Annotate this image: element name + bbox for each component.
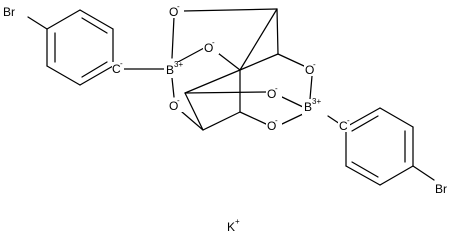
bond-cage-ctop-c1 [239, 8, 278, 71]
bond-cage-c5-c1 [184, 69, 241, 94]
charge-c-left: - [120, 59, 123, 68]
bond-cage-ctop-c2 [276, 8, 279, 55]
atom-c-left: C [112, 62, 121, 76]
bond-left-ring-double-c [81, 61, 108, 78]
bond-cage-otop-ctop [182, 8, 278, 12]
atom-o-right-upper: O [305, 63, 314, 77]
atom-o-right-mid: O [267, 87, 276, 101]
charge-o-right-mid: - [275, 84, 278, 93]
bond-cage-c3-c4 [202, 111, 241, 131]
charge-o-left-upper: - [212, 38, 215, 47]
bond-right-ring-5 [345, 165, 381, 186]
atom-br-right: Br [435, 182, 447, 196]
chemical-structure: Br C - B 3+ O - O - O - O - O - O - [3, 2, 447, 234]
bond-cage-c3-olower-right [239, 111, 267, 125]
counterion-potassium: K [227, 220, 235, 234]
atom-o-left-lower: O [169, 99, 178, 113]
bond-right-ring-double-c [351, 161, 379, 178]
charge-c-right: - [347, 116, 350, 125]
atom-b-right: B [304, 100, 312, 114]
charge-o-top: - [177, 2, 180, 11]
bond-right-ring-1 [345, 107, 381, 128]
charge-o-right-lower: - [275, 116, 278, 125]
bond-left-ring-1 [46, 9, 81, 30]
bond-cage-olower-c4 [181, 111, 204, 131]
atom-b-left: B [166, 63, 174, 77]
counterion-potassium-charge: + [235, 217, 240, 226]
charge-o-right-upper: - [313, 60, 316, 69]
atom-br-left: Br [3, 5, 15, 19]
atom-o-top: O [169, 5, 178, 19]
bond-b-right-o-mid [281, 96, 304, 108]
bond-right-br [412, 165, 435, 181]
bond-b-right-o-upper [309, 75, 313, 100]
atom-c-right: C [339, 119, 348, 133]
bond-right-ring-4 [379, 165, 414, 186]
bond-left-ring-4 [79, 65, 114, 86]
bond-left-ring-5 [46, 65, 81, 86]
bonds [27, 8, 435, 186]
atom-labels: Br C - B 3+ O - O - O - O - O - O - [3, 2, 447, 234]
bond-b-left-o-lower [171, 77, 175, 98]
bond-left-ring-2 [79, 9, 114, 30]
bond-right-ring-double-b [351, 115, 379, 132]
bond-left-ring-double-b [81, 17, 108, 34]
charge-o-left-lower: - [177, 96, 180, 105]
bond-b-right-o-lower [281, 113, 304, 125]
bond-right-ring-2 [379, 107, 414, 128]
charge-b-right: 3+ [312, 97, 321, 106]
charge-b-left: 3+ [174, 60, 183, 69]
atom-o-left-upper: O [204, 41, 213, 55]
bond-cage-c5-omid [184, 91, 267, 94]
bond-b-left-o-top [171, 16, 175, 59]
bond-b-left-o-upper [177, 47, 205, 63]
bond-left-br [27, 16, 48, 30]
bond-cage-c2-oupper-right [277, 53, 305, 67]
bond-cage-c2-c1 [239, 53, 279, 71]
bond-cage-c5-c4 [184, 92, 204, 131]
atom-o-right-lower: O [267, 119, 276, 133]
